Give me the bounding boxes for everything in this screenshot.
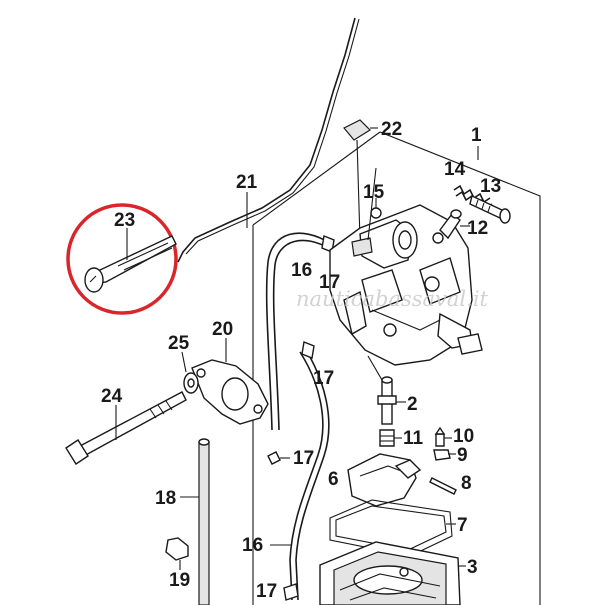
frame-line-top [252, 131, 381, 226]
label-part-17-lower: 17 [293, 448, 314, 469]
part-16-hose-upper [265, 232, 331, 431]
label-part-15: 15 [363, 182, 385, 203]
part-22-clip [343, 119, 378, 241]
part-18-hose [180, 438, 210, 605]
label-part-7: 7 [457, 515, 468, 536]
part-3-float-bowl [319, 541, 466, 605]
part-2-nozzle [377, 376, 406, 425]
part-8-pin [429, 477, 457, 495]
part-19-clip [165, 537, 189, 570]
label-part-21: 21 [236, 172, 258, 193]
label-part-18: 18 [155, 488, 176, 509]
part-23-pin [84, 228, 177, 293]
label-part-14: 14 [444, 159, 466, 180]
label-part-22: 22 [381, 119, 402, 140]
part-25-washer [181, 351, 199, 394]
label-part-9: 9 [457, 445, 468, 466]
label-part-17-upper: 17 [319, 272, 340, 293]
label-part-25: 25 [168, 333, 190, 354]
label-part-16-upper: 16 [291, 260, 312, 281]
frame-line [379, 131, 541, 605]
label-part-3: 3 [467, 557, 478, 578]
part-7-gasket [329, 499, 456, 557]
part-6-float [347, 453, 422, 507]
part-10-pin [434, 426, 452, 447]
label-part-13: 13 [480, 176, 501, 197]
part-17-clamp-bottom [283, 583, 299, 601]
leader-15 [367, 167, 377, 241]
cable-21 [177, 17, 356, 263]
label-part-20: 20 [212, 319, 233, 340]
label-part-12: 12 [467, 218, 488, 239]
cable-21-inner [185, 18, 360, 255]
part-11-jet [379, 429, 402, 447]
part-9-clip [433, 449, 456, 461]
label-part-23: 23 [114, 210, 135, 231]
part-17-clamp-lower [267, 451, 290, 465]
label-part-19: 19 [169, 570, 190, 591]
part-16-hose-lower [270, 349, 330, 601]
label-part-24: 24 [101, 386, 123, 407]
label-part-10: 10 [453, 426, 474, 447]
part-20-gasket [191, 338, 269, 425]
part-13-screw [469, 195, 511, 224]
label-part-11: 11 [403, 428, 424, 449]
label-part-1: 1 [471, 125, 482, 146]
highlight-circle-23 [66, 203, 178, 315]
label-part-6: 6 [328, 469, 339, 490]
label-part-8: 8 [461, 473, 472, 494]
label-part-17-bottom: 17 [256, 581, 277, 602]
label-part-17-mid: 17 [313, 368, 334, 389]
label-part-2: 2 [407, 394, 418, 415]
part-17-clamp-mid [301, 341, 315, 359]
watermark: nauticabassaval.it [296, 287, 489, 311]
part-12-needle [439, 209, 470, 240]
part-1-carburetor [329, 204, 483, 381]
part-24-bolt [65, 391, 187, 465]
label-part-16-lower: 16 [242, 535, 263, 556]
